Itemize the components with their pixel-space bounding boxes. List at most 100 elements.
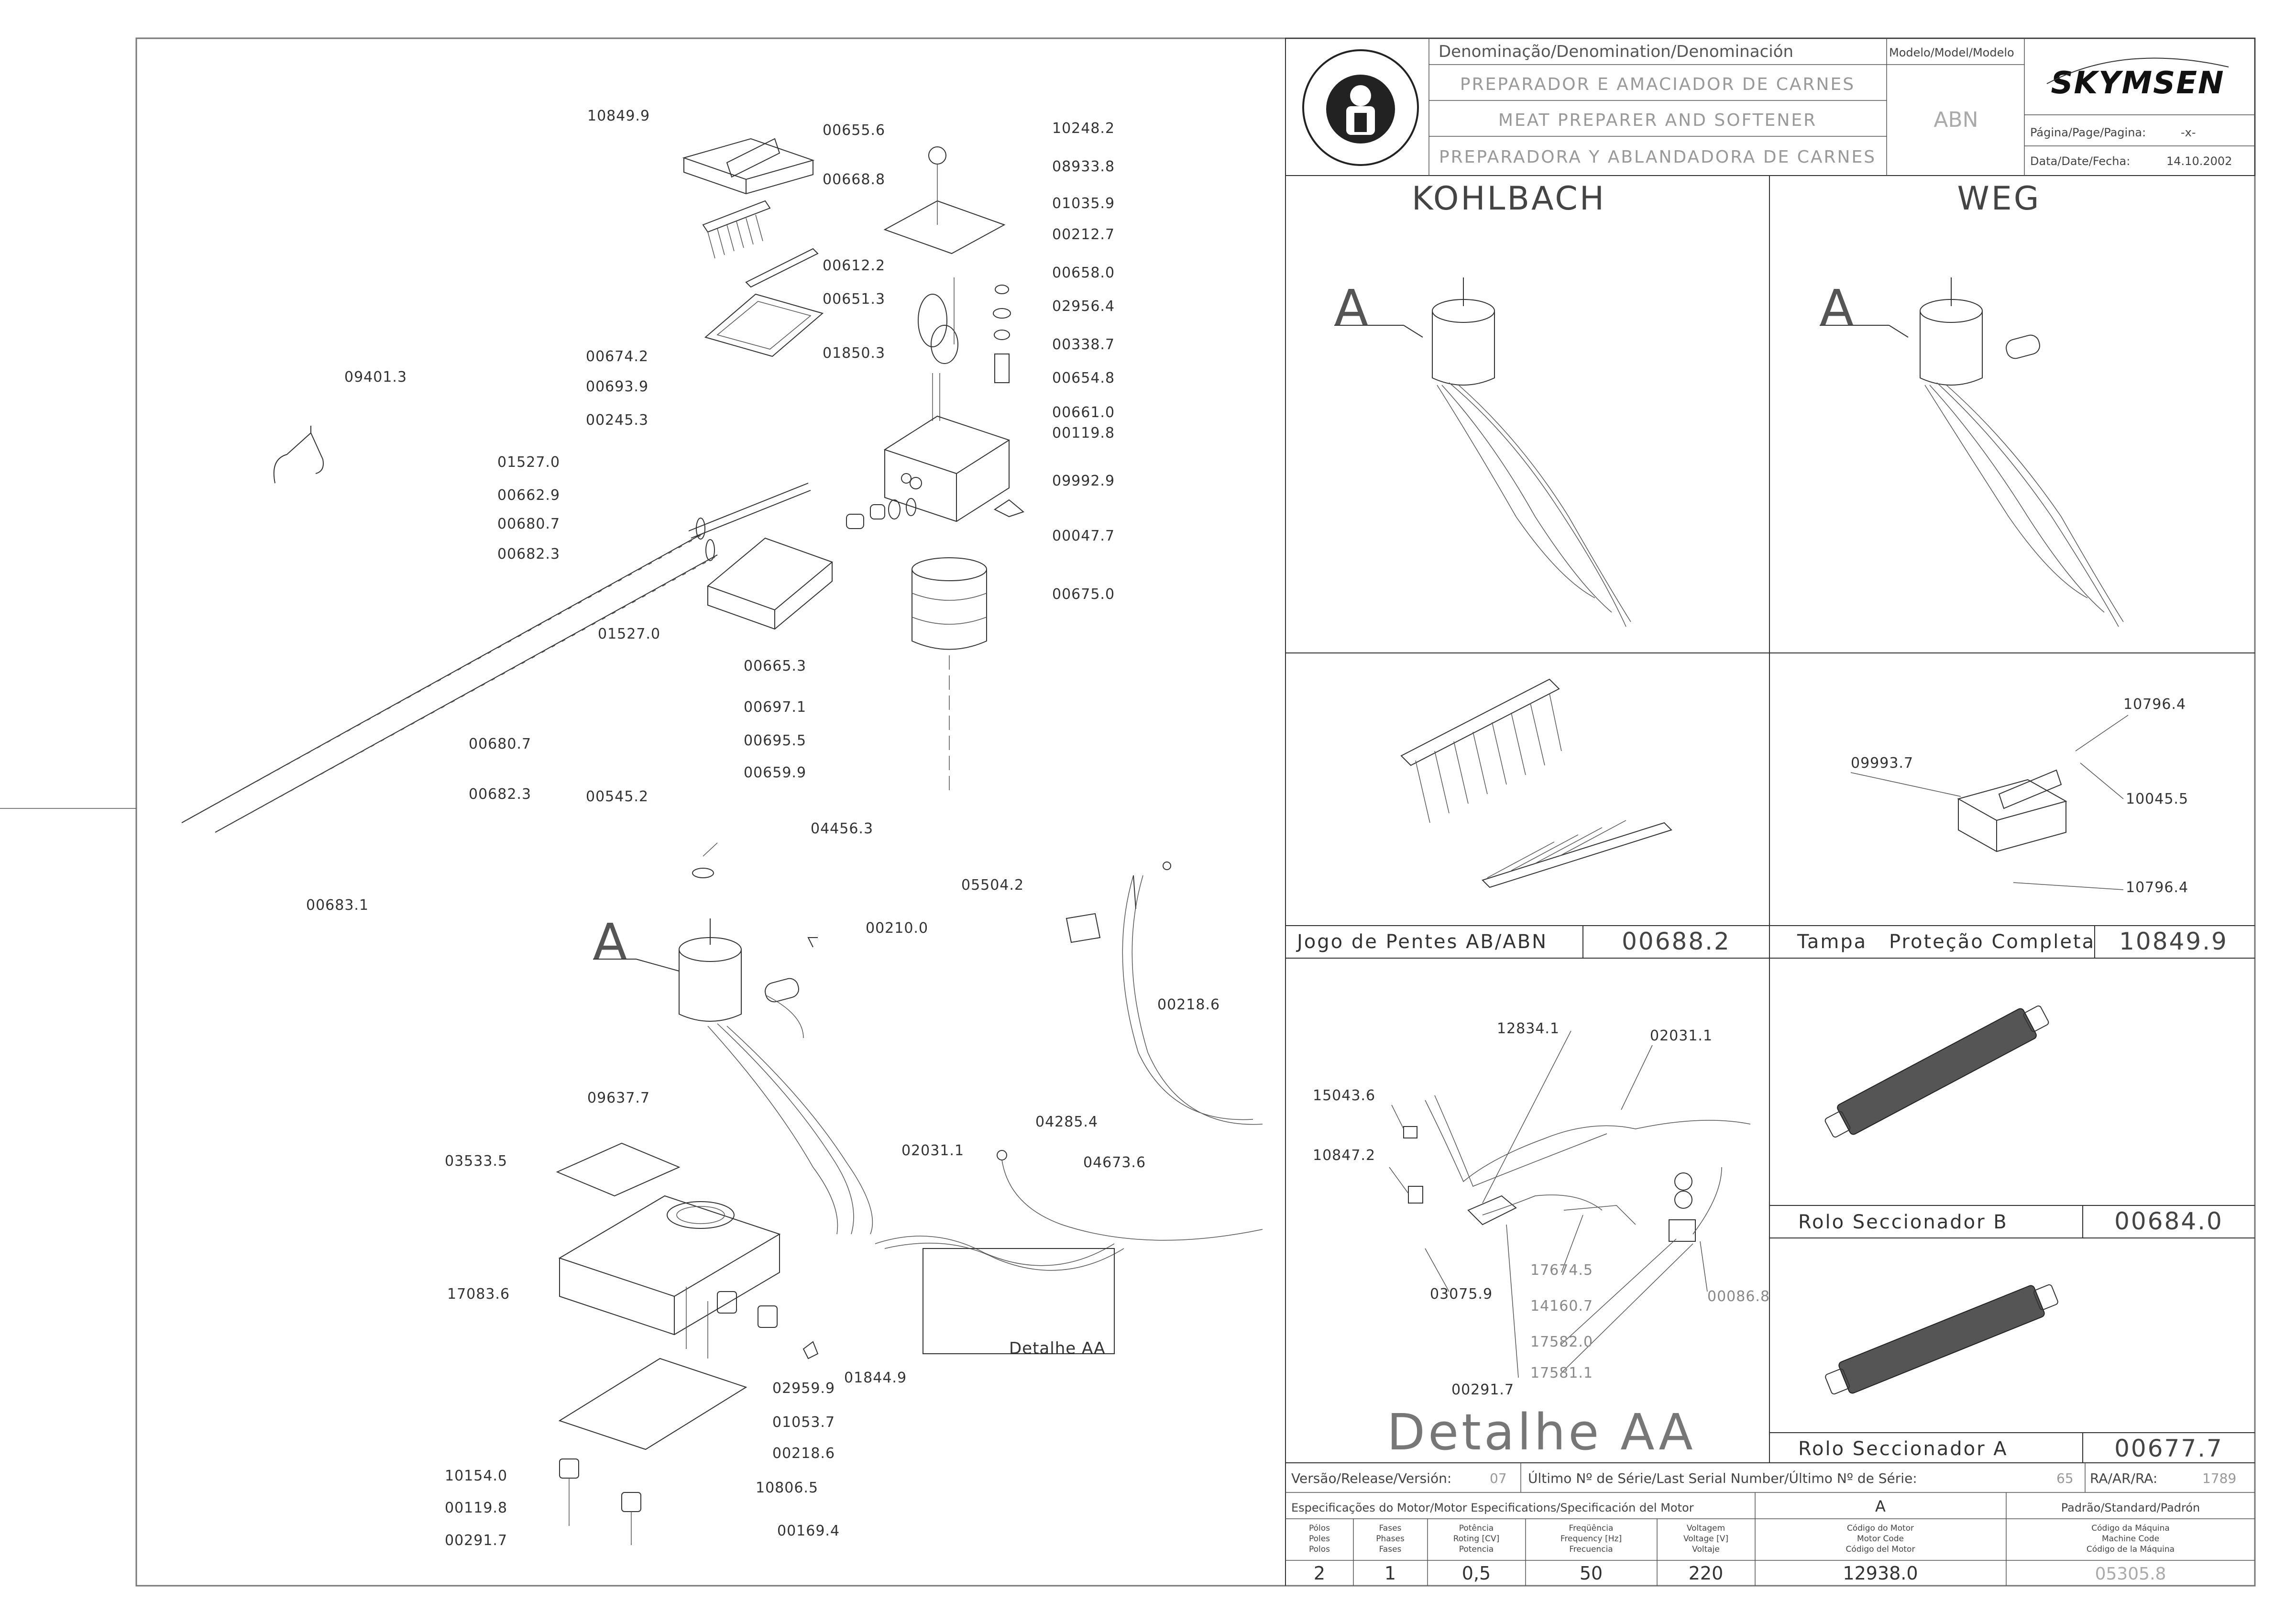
authorized-service-seal [1302,49,1419,166]
combs-code: 00688.2 [1622,928,1731,955]
exploded-view-labels: 10849.9 00655.6 10248.2 08933.8 00668.8 … [306,108,1219,1549]
model-value: ABN [1933,108,1978,132]
serial-value: 65 [2056,1470,2074,1486]
combs-label: Jogo de Pentes AB/ABN [1296,931,1548,953]
roller-b-label: Rolo Seccionador B [1798,1211,2008,1233]
svg-text:Roting [CV]: Roting [CV] [1453,1534,1500,1544]
part-label: 09401.3 [344,369,407,386]
spec-value-frequency: 50 [1580,1563,1603,1584]
svg-text:Poles: Poles [1309,1534,1330,1544]
part-label: 09992.9 [1052,473,1115,489]
part-label: 01527.0 [598,626,660,642]
date-label: Data/Date/Fecha: [2030,155,2130,168]
spec-header-power: Potência Roting [CV] Potencia [1453,1524,1500,1554]
spec-value-voltage: 220 [1689,1563,1724,1584]
roller-a-label: Rolo Seccionador A [1798,1438,2008,1460]
part-label: 04285.4 [1035,1114,1098,1130]
roller-a-code: 00677.7 [2114,1435,2223,1462]
svg-text:Motor Code: Motor Code [1857,1534,1904,1544]
kohlbach-view-letter: A [1334,279,1371,337]
svg-text:Pólos: Pólos [1309,1524,1330,1533]
cover-part-2: 09993.7 [1851,755,1913,772]
part-label: 00545.2 [586,788,648,805]
part-label: 00047.7 [1052,528,1115,544]
part-label: 04673.6 [1083,1154,1146,1171]
part-label: 00210.0 [866,920,928,937]
part-label: 00674.2 [586,348,648,365]
part-label: 10248.2 [1052,120,1115,137]
svg-text:Voltage [V]: Voltage [V] [1683,1534,1728,1544]
roller-b-drawing [1824,1005,2049,1138]
part-label: 00662.9 [497,487,560,504]
motor-spec-col-a: A [1875,1497,1886,1515]
version-label: Versão/Release/Versión: [1291,1470,1451,1486]
kohlbach-title: KOHLBACH [1412,180,1606,218]
motor-spec-table: Especificações do Motor/Motor Especifica… [1285,1492,2255,1586]
part-label: 00119.8 [1052,425,1115,442]
part-label: 00655.6 [823,122,885,139]
part-label: 01527.0 [497,454,560,471]
detail-part-2: 02031.1 [1650,1027,1713,1044]
detail-part-3: 15043.6 [1313,1087,1375,1104]
part-label: 00682.3 [497,546,560,563]
part-label: 00695.5 [744,732,806,749]
svg-text:Potência: Potência [1459,1524,1494,1533]
detail-part-11: 00291.7 [1451,1381,1514,1398]
part-label: 00659.9 [744,764,806,781]
svg-text:Voltagem: Voltagem [1687,1524,1725,1533]
spec-value-motor-code: 12938.0 [1843,1563,1918,1584]
cover-part-3: 10045.5 [2126,791,2188,807]
roller-b-code: 00684.0 [2114,1207,2223,1235]
detail-part-7: 03075.9 [1430,1286,1493,1303]
title-block: Denominação/Denomination/Denominación Mo… [1285,38,2255,176]
svg-text:Código del Motor: Código del Motor [1846,1545,1915,1554]
svg-text:Código da Máquina: Código da Máquina [2091,1524,2170,1533]
part-label: 09637.7 [587,1090,650,1106]
part-label: 01035.9 [1052,195,1115,212]
part-label: 00651.3 [823,291,885,308]
part-label: 01053.7 [772,1414,835,1431]
part-label: 00169.4 [777,1523,840,1539]
part-label: 00119.8 [445,1500,507,1516]
cover-part-1: 10796.4 [2123,696,2186,713]
svg-text:Machine Code: Machine Code [2102,1534,2159,1544]
weg-title: WEG [1957,180,2041,218]
drawing-frame [135,37,2256,1587]
part-label: 00338.7 [1052,336,1115,353]
part-label: 00668.8 [823,171,885,188]
roller-a-drawing [1825,1284,2058,1395]
part-label: 02959.9 [772,1380,835,1397]
part-label: 05504.2 [961,877,1024,894]
version-value: 07 [1490,1470,1507,1486]
date-value: 14.10.2002 [2166,155,2232,168]
roller-shaft-b [215,554,718,833]
part-label: 00654.8 [1052,370,1115,387]
spec-header-phases: Fases Phases Fases [1376,1524,1405,1554]
spec-value-poles: 2 [1314,1563,1325,1584]
part-label: 10154.0 [445,1468,507,1484]
detail-aa-panel: 12834.1 02031.1 15043.6 10847.2 17674.5 … [1313,1020,1769,1461]
part-label: 00218.6 [772,1445,835,1462]
part-label: 10849.9 [587,108,650,124]
detail-part-1: 12834.1 [1497,1020,1560,1037]
spec-header-frequency: Freqüência Frequency [Hz] Frecuencia [1560,1524,1622,1554]
part-label: 00612.2 [823,257,885,274]
part-label: 02956.4 [1052,298,1115,315]
spec-header-poles: Pólos Poles Polos [1309,1524,1330,1554]
motor-spec-title: Especificações do Motor/Motor Especifica… [1291,1501,1694,1514]
svg-text:Polos: Polos [1309,1545,1330,1554]
part-label: 00245.3 [586,412,648,429]
page-label: Página/Page/Pagina: [2030,126,2146,139]
spec-value-phases: 1 [1384,1563,1396,1584]
spec-header-machine-code: Código da Máquina Machine Code Código de… [2087,1524,2175,1554]
part-label: 04456.3 [811,820,873,837]
part-label: 01850.3 [823,345,885,362]
weg-motor-view: WEG A [1820,180,2124,627]
cover-label-1: Tampa [1797,931,1867,953]
product-name-en: MEAT PREPARER AND SOFTENER [1498,110,1817,130]
page-value: -x- [2181,126,2196,139]
ra-value: 1789 [2202,1470,2236,1486]
part-label: 00680.7 [469,736,531,752]
svg-text:Freqüência: Freqüência [1569,1524,1614,1533]
